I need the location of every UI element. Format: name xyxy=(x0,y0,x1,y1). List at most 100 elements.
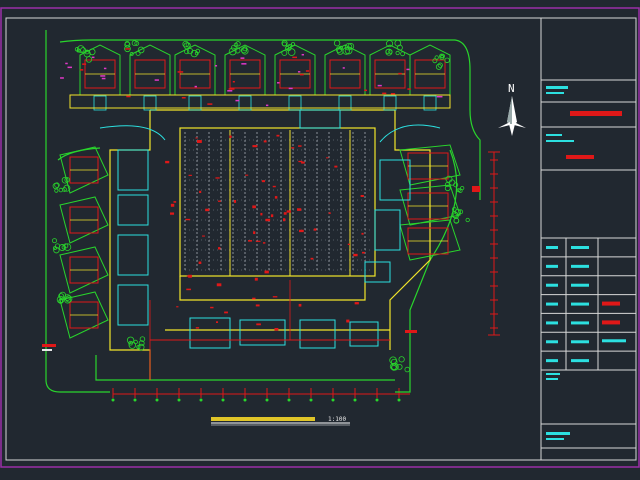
tree-symbol xyxy=(58,293,64,299)
tree-symbol xyxy=(54,182,60,188)
tree-symbol xyxy=(333,39,341,47)
red-mark xyxy=(188,274,192,278)
red-mark xyxy=(301,53,304,56)
grid-bubble xyxy=(397,398,401,402)
red-mark xyxy=(65,62,68,65)
unit-outline xyxy=(129,44,171,96)
red-mark xyxy=(199,190,202,194)
red-mark xyxy=(270,214,274,218)
tree-symbol xyxy=(344,46,353,55)
tree-symbol xyxy=(458,209,464,215)
red-mark xyxy=(165,160,170,164)
title-block-field-value xyxy=(571,264,589,268)
red-mark xyxy=(407,88,411,90)
red-mark xyxy=(253,231,256,235)
red-mark xyxy=(288,87,293,90)
title-block-company xyxy=(546,86,568,89)
unit-outline xyxy=(399,184,461,226)
title-block-field-value xyxy=(571,283,589,287)
grid-bubble xyxy=(287,398,291,402)
tree-symbol xyxy=(126,336,135,344)
tree-symbol xyxy=(444,182,450,188)
red-mark xyxy=(360,194,364,197)
unit-outline xyxy=(59,196,109,244)
tree-symbol xyxy=(138,340,145,347)
red-mark xyxy=(299,229,304,233)
grid-bubble xyxy=(177,398,181,402)
tree-symbol xyxy=(228,47,237,56)
red-mark xyxy=(272,185,276,188)
unit-core xyxy=(93,95,107,111)
tree-symbol xyxy=(453,218,460,224)
tree-symbol xyxy=(137,46,145,54)
tree-symbol xyxy=(396,363,403,370)
red-mark xyxy=(198,261,202,264)
red-mark xyxy=(67,66,72,69)
red-mark xyxy=(248,240,253,242)
unit-outline xyxy=(59,246,109,294)
red-mark xyxy=(313,228,317,231)
tree-symbol xyxy=(64,296,72,304)
tree-symbol xyxy=(58,187,64,193)
tree-symbol xyxy=(432,58,438,64)
red-mark xyxy=(195,327,200,329)
sheet-outer-border xyxy=(0,7,640,468)
grid-bubble xyxy=(353,398,357,402)
tree-symbol xyxy=(335,46,343,53)
red-mark xyxy=(229,135,232,138)
tree-symbol xyxy=(285,44,292,52)
tree-symbol xyxy=(444,57,450,63)
red-mark xyxy=(398,72,402,75)
grid-bubble xyxy=(155,398,159,402)
tree-symbol xyxy=(63,184,71,192)
tree-symbol xyxy=(400,51,406,57)
tree-symbol xyxy=(389,356,397,364)
tree-symbol xyxy=(437,62,443,68)
unit-outline xyxy=(174,44,216,96)
unit-outline xyxy=(59,291,109,339)
red-mark xyxy=(241,63,247,65)
grid-bubble xyxy=(133,398,137,402)
red-mark xyxy=(326,157,329,159)
left-column-units xyxy=(59,146,109,339)
tree-symbol xyxy=(137,343,145,351)
tree-symbol xyxy=(52,182,60,190)
tree-symbol xyxy=(58,299,64,304)
grid-bubble xyxy=(199,398,203,402)
red-mark xyxy=(170,212,175,215)
tree-symbol xyxy=(56,295,65,304)
north-label: N xyxy=(508,82,515,95)
tree-symbol xyxy=(439,53,444,59)
red-mark xyxy=(197,140,202,143)
tree-symbol xyxy=(281,49,288,56)
red-mark xyxy=(354,302,359,305)
red-mark xyxy=(265,104,269,107)
red-mark xyxy=(60,77,64,79)
unit-outline xyxy=(399,144,461,186)
tree-symbol xyxy=(74,46,80,52)
red-mark xyxy=(272,296,278,298)
red-mark xyxy=(328,212,331,214)
tree-symbol xyxy=(281,40,288,47)
tree-symbol xyxy=(386,40,394,48)
red-mark xyxy=(207,103,213,105)
tree-symbol xyxy=(390,364,397,371)
red-mark xyxy=(101,77,106,80)
tree-symbol xyxy=(76,45,85,53)
red-mark xyxy=(228,88,235,90)
right-column-units xyxy=(399,144,461,261)
title-block-field-mark xyxy=(602,339,626,343)
tree-symbol xyxy=(287,43,292,49)
red-mark xyxy=(240,57,245,59)
red-mark xyxy=(298,145,302,147)
tree-symbol xyxy=(85,56,93,63)
title-block-field-mark xyxy=(602,320,620,325)
unit-core xyxy=(288,95,302,111)
red-mark xyxy=(274,327,279,331)
title-block-field-value xyxy=(571,359,589,363)
unit-outline xyxy=(399,219,461,261)
tree-symbol xyxy=(394,39,402,47)
red-mark xyxy=(235,99,240,102)
red-mark xyxy=(181,97,186,99)
